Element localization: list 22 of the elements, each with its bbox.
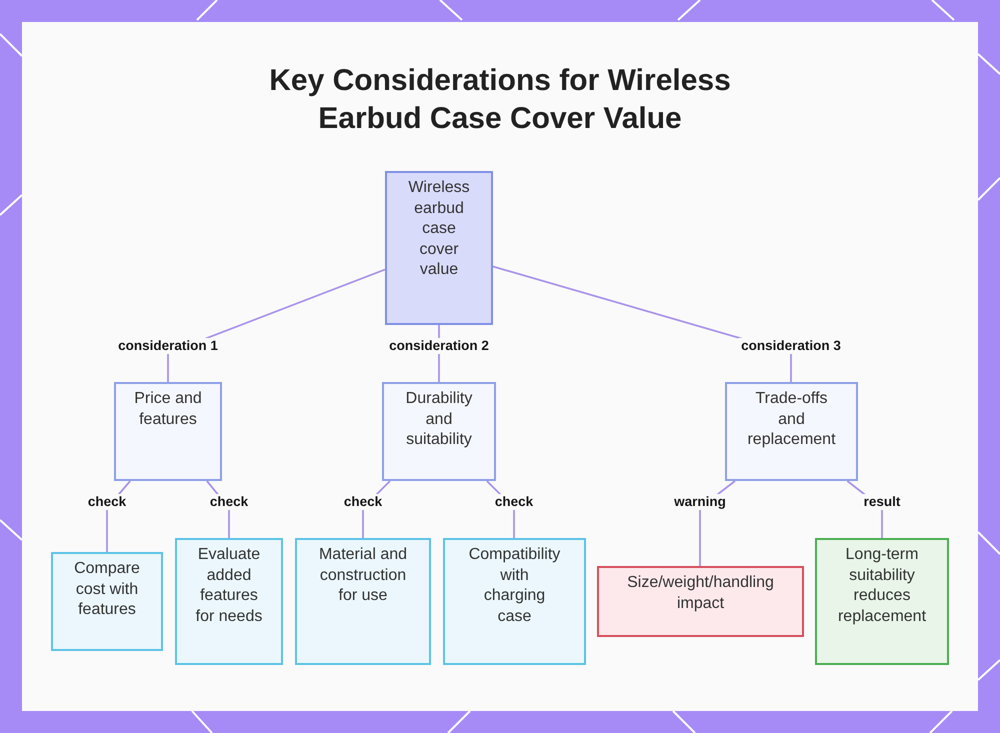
diagram-title: Key Considerations for Wireless Earbud Case Cover Value [268, 63, 732, 137]
process-box [443, 538, 586, 665]
node-label: Compare cost with features [73, 559, 141, 620]
node-label: Durability and suitability [404, 389, 474, 450]
node-label: Compatibility with charging case [468, 545, 562, 626]
node-label: Evaluate added features for needs [194, 545, 264, 626]
process-box [815, 538, 949, 665]
node-label: Price and features [133, 389, 203, 430]
process-box [725, 382, 858, 481]
process-box [175, 538, 283, 665]
edge-label: result [860, 494, 904, 510]
process-box [295, 538, 431, 665]
process-box [385, 171, 493, 325]
process-box [382, 382, 496, 481]
node-label: Size/weight/handling impact [626, 573, 775, 614]
process-box [51, 552, 163, 651]
node-label: Trade-offs and replacement [746, 389, 837, 450]
node-label: Material and construction for use [318, 545, 408, 606]
node-label: Long-term suitability reduces replacement [836, 545, 928, 626]
process-box [597, 566, 804, 637]
process-box [114, 382, 222, 481]
node-label: Wireless earbud case cover value [407, 178, 471, 280]
